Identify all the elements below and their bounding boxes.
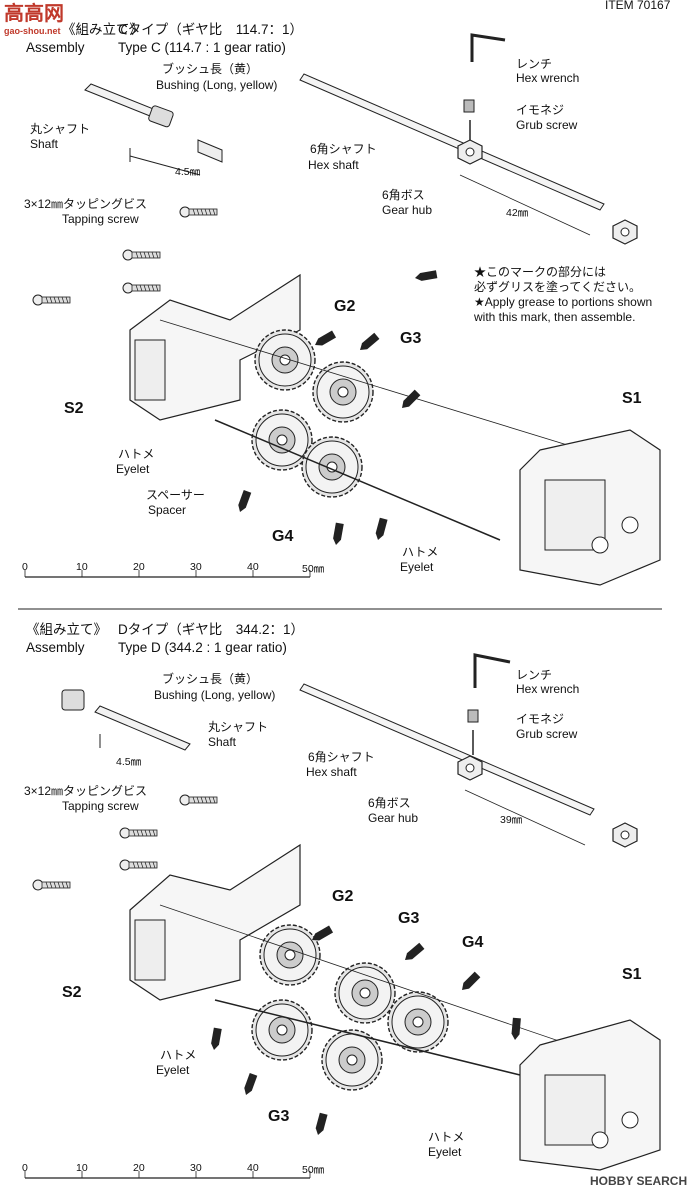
d-eyelet2-jp: ハトメ	[428, 1130, 465, 1144]
d-bushing-en: Bushing (Long, yellow)	[154, 688, 276, 702]
ruler-c-10: 10	[76, 561, 88, 573]
grease-note-en1: ★Apply grease to portions shown	[474, 295, 653, 309]
d-shaft-en: Shaft	[208, 735, 237, 749]
ruler-c-20: 20	[133, 561, 145, 573]
d-bushing-jp: ブッシュ長（黄）	[162, 672, 259, 686]
c-label-g3: G3	[400, 330, 422, 347]
grease-note-en2: with this mark, then assemble.	[474, 310, 636, 324]
d-hub-dim: 39㎜	[500, 814, 523, 826]
assembly-d-title-jp: 《組み立て》	[26, 622, 107, 637]
c-label-s2: S2	[64, 400, 84, 417]
c-shaft-jp: 丸シャフト	[30, 122, 91, 136]
d-grub-jp: イモネジ	[516, 712, 565, 726]
assembly-c-type-jp: Cタイプ（ギヤ比 114.7：1）	[118, 22, 304, 37]
c-eyelet-en: Eyelet	[116, 462, 150, 476]
c-wrench-jp: レンチ	[516, 57, 553, 71]
ruler-d-10: 10	[76, 1162, 88, 1174]
c-hexshaft-jp: 6角シャフト	[310, 142, 377, 156]
c-grub-jp: イモネジ	[516, 103, 565, 117]
ruler-d-30: 30	[190, 1162, 202, 1174]
ruler-c-0: 0	[22, 561, 28, 573]
watermark-url: gao-shou.net	[4, 26, 61, 36]
assembly-c-title-jp: 《組み立て》	[62, 22, 143, 37]
grease-note-jp1: ★このマークの部分には	[474, 265, 607, 279]
ruler-c-30: 30	[190, 561, 202, 573]
c-label-g4: G4	[272, 528, 294, 545]
d-label-g4: G4	[462, 934, 484, 951]
watermark-logo: 高高网	[4, 3, 64, 25]
c-eyelet2-jp: ハトメ	[402, 545, 439, 559]
d-label-s1: S1	[622, 966, 642, 983]
d-gearhub-jp: 6角ボス	[368, 796, 411, 810]
d-tapping-jp: 3×12㎜タッピングビス	[24, 784, 148, 798]
c-spacer-jp: スペーサー	[146, 488, 205, 502]
c-bushing-dim: 4.5㎜	[175, 166, 201, 178]
d-hexshaft-en: Hex shaft	[306, 765, 357, 779]
c-label-s1: S1	[622, 390, 642, 407]
ruler-d-20: 20	[133, 1162, 145, 1174]
ruler-d-40: 40	[247, 1162, 259, 1174]
c-hexshaft-en: Hex shaft	[308, 158, 359, 172]
c-gearhub-en: Gear hub	[382, 203, 433, 217]
assembly-d-type-en: Type D (344.2 : 1 gear ratio)	[118, 640, 287, 655]
ruler-d-50: 50㎜	[302, 1164, 325, 1176]
c-tapping-en: Tapping screw	[62, 212, 139, 226]
d-gearhub-en: Gear hub	[368, 811, 419, 825]
c-wrench-en: Hex wrench	[516, 71, 580, 85]
assembly-d-type-jp: Dタイプ（ギヤ比 344.2：1）	[118, 622, 305, 637]
d-shaft-jp: 丸シャフト	[208, 720, 269, 734]
d-grub-en: Grub screw	[516, 727, 578, 741]
c-tapping-jp: 3×12㎜タッピングビス	[24, 197, 148, 211]
c-spacer-en: Spacer	[148, 503, 187, 517]
d-label-g3a: G3	[398, 910, 420, 927]
watermark-hobbysearch: HOBBY SEARCH	[590, 1174, 688, 1188]
d-eyelet-en: Eyelet	[156, 1063, 190, 1077]
assembly-d-title-en: Assembly	[26, 640, 85, 655]
c-gearhub-jp: 6角ボス	[382, 188, 425, 202]
d-label-g2: G2	[332, 888, 354, 905]
c-eyelet-jp: ハトメ	[118, 447, 155, 461]
d-wrench-jp: レンチ	[516, 668, 553, 682]
c-bushing-jp: ブッシュ長（黄）	[162, 62, 259, 76]
c-shaft-en: Shaft	[30, 137, 59, 151]
d-label-s2: S2	[62, 984, 82, 1001]
d-wrench-en: Hex wrench	[516, 682, 580, 696]
d-label-g3b: G3	[268, 1108, 290, 1125]
assembly-c-type-en: Type C (114.7 : 1 gear ratio)	[118, 40, 286, 55]
d-tapping-en: Tapping screw	[62, 799, 139, 813]
ruler-c-50: 50㎜	[302, 563, 325, 575]
d-eyelet-jp: ハトメ	[160, 1048, 197, 1062]
item-number: ITEM 70167	[605, 0, 671, 12]
d-hexshaft-jp: 6角シャフト	[308, 750, 375, 764]
ruler-d-0: 0	[22, 1162, 28, 1174]
d-eyelet2-en: Eyelet	[428, 1145, 462, 1159]
c-grub-en: Grub screw	[516, 118, 578, 132]
d-bushing-dim: 4.5㎜	[116, 756, 142, 768]
c-bushing-en: Bushing (Long, yellow)	[156, 78, 278, 92]
c-label-g2: G2	[334, 298, 356, 315]
c-eyelet2-en: Eyelet	[400, 560, 434, 574]
grease-note-jp2: 必ずグリスを塗ってください。	[474, 280, 642, 294]
c-hub-dim: 42㎜	[506, 207, 529, 219]
ruler-c-40: 40	[247, 561, 259, 573]
assembly-c-title-en: Assembly	[26, 40, 85, 55]
